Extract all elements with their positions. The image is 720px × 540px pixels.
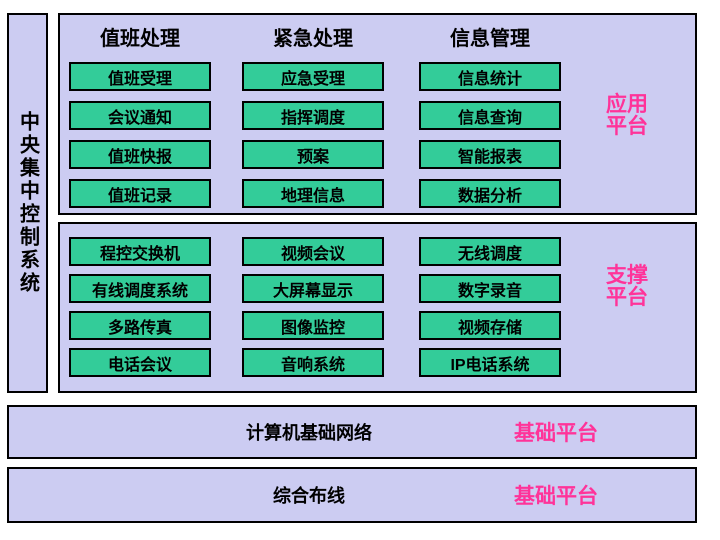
module-block: 电话会议: [69, 348, 211, 377]
module-block: 值班记录: [69, 179, 211, 208]
module-block: 会议通知: [69, 101, 211, 130]
module-block: 音响系统: [242, 348, 384, 377]
base-layer-name: 计算机基础网络: [246, 423, 372, 443]
base-layer-cabling: 综合布线 基础平台: [7, 467, 697, 523]
module-block: 预案: [242, 140, 384, 169]
application-platform-panel: 值班处理 紧急处理 信息管理 值班受理 会议通知 值班快报 值班记录 应急受理 …: [58, 13, 697, 215]
base-layer-name: 综合布线: [273, 486, 345, 506]
base-layer-network: 计算机基础网络 基础平台: [7, 405, 697, 459]
module-block: 值班快报: [69, 140, 211, 169]
column-header-info: 信息管理: [450, 28, 530, 50]
module-block: 图像监控: [242, 311, 384, 340]
base-platform-label: 基础平台: [514, 422, 598, 445]
module-block: 多路传真: [69, 311, 211, 340]
base-platform-label: 基础平台: [514, 485, 598, 508]
module-block: 程控交换机: [69, 237, 211, 266]
module-block: 地理信息: [242, 179, 384, 208]
module-block: 信息查询: [419, 101, 561, 130]
module-block: 无线调度: [419, 237, 561, 266]
module-block: 视频存储: [419, 311, 561, 340]
support-platform-panel: 程控交换机 有线调度系统 多路传真 电话会议 视频会议 大屏幕显示 图像监控 音…: [58, 222, 697, 393]
module-block: 视频会议: [242, 237, 384, 266]
support-platform-label: 支撑平台: [606, 264, 648, 309]
application-platform-label: 应用平台: [606, 93, 648, 138]
module-block: 应急受理: [242, 62, 384, 91]
module-block: 值班受理: [69, 62, 211, 91]
module-block: 数据分析: [419, 179, 561, 208]
column-header-emergency: 紧急处理: [273, 28, 353, 50]
module-block: 智能报表: [419, 140, 561, 169]
column-header-duty: 值班处理: [100, 28, 180, 50]
module-block: 大屏幕显示: [242, 274, 384, 303]
module-block: 有线调度系统: [69, 274, 211, 303]
system-title-bar: 中央集中控制系统: [7, 13, 48, 393]
module-block: 信息统计: [419, 62, 561, 91]
module-block: IP电话系统: [419, 348, 561, 377]
system-title: 中央集中控制系统: [16, 111, 39, 295]
module-block: 数字录音: [419, 274, 561, 303]
module-block: 指挥调度: [242, 101, 384, 130]
